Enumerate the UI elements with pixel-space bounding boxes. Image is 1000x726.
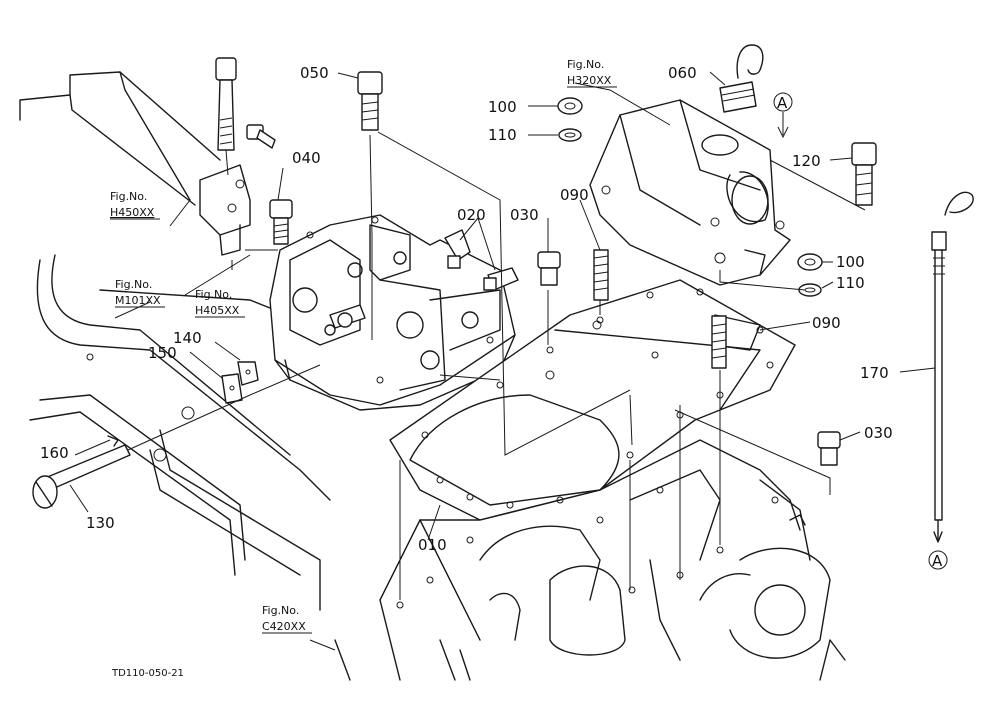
washers-upper — [557, 97, 583, 142]
lower-housing — [334, 439, 846, 681]
part-label: 090 — [560, 186, 589, 204]
plug-030-left — [537, 251, 561, 286]
fig-ref-h405-line2: H405XX — [195, 304, 240, 317]
pin-assembly — [32, 435, 131, 509]
fig-ref-h450-line1: Fig.No. — [110, 190, 147, 203]
bolt-small — [246, 124, 276, 149]
part-label: 030 — [864, 424, 893, 442]
plug-030-right — [817, 431, 841, 466]
top-cover — [589, 99, 791, 286]
part-label: 170 — [860, 364, 889, 382]
leader-lines — [69, 71, 936, 651]
part-label: 140 — [173, 329, 202, 347]
part-label: 100 — [488, 98, 517, 116]
part-label: 110 — [488, 126, 517, 144]
dipstick — [931, 191, 974, 543]
part-label: 130 — [86, 514, 115, 532]
figure-reference-labels: Fig.No. H450XX Fig.No. M101XX Fig.No. H4… — [110, 58, 617, 634]
marker-a-bottom: A — [928, 550, 948, 570]
small-plates — [221, 361, 259, 404]
marker-a-top: A — [773, 92, 793, 112]
part-label: 110 — [836, 274, 865, 292]
marker-a-bottom-label: A — [932, 552, 943, 570]
marker-a-top-label: A — [777, 94, 788, 112]
bolt-050 — [357, 71, 383, 236]
bolt-040 — [269, 199, 293, 245]
bolt-120 — [851, 142, 877, 206]
fig-ref-h405-line1: Fig.No. — [195, 288, 232, 301]
washers-lower — [797, 253, 823, 297]
fig-ref-m101-line2: M101XX — [115, 294, 161, 307]
frame-rails — [19, 71, 331, 611]
part-label: 160 — [40, 444, 69, 462]
fig-ref-c420-line1: Fig.No. — [262, 604, 299, 617]
part-number-labels: 050 040 020 030 090 100 110 060 120 100 … — [40, 64, 893, 554]
fig-ref-h320-line2: H320XX — [567, 74, 612, 87]
part-label: 010 — [418, 536, 447, 554]
fig-ref-h450-line2: H450XX — [110, 206, 155, 219]
part-label: 050 — [300, 64, 329, 82]
fig-ref-m101-line1: Fig.No. — [115, 278, 152, 291]
fig-ref-c420-line2: C420XX — [262, 620, 306, 633]
bolt-long — [215, 57, 237, 151]
part-label: 120 — [792, 152, 821, 170]
filler-cap — [719, 44, 764, 113]
part-label: 100 — [836, 253, 865, 271]
bracket-part — [199, 164, 251, 256]
pipe-fittings — [444, 229, 519, 291]
part-label: 060 — [668, 64, 697, 82]
fig-ref-h320-line1: Fig.No. — [567, 58, 604, 71]
part-label: 040 — [292, 149, 321, 167]
gasket-plate — [389, 279, 796, 521]
drawing-code: TD110-050-21 — [111, 668, 184, 679]
part-label: 150 — [148, 344, 177, 362]
stud-bolts — [593, 249, 727, 369]
part-label: 090 — [812, 314, 841, 332]
part-label: 030 — [510, 206, 539, 224]
part-label: 020 — [457, 206, 486, 224]
